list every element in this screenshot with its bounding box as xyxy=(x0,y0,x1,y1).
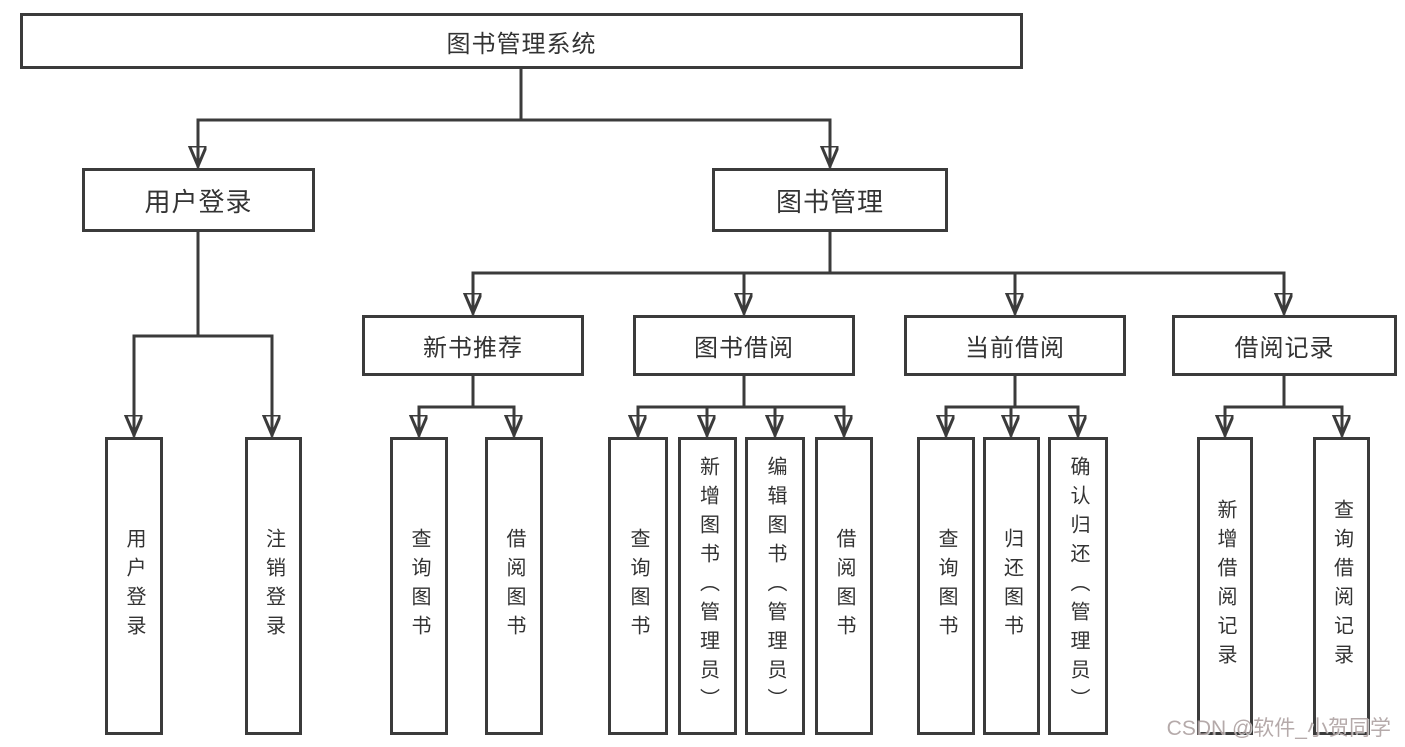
node-user-login: 用户登录 xyxy=(82,168,315,232)
node-book-borrow: 图书借阅 xyxy=(633,315,855,376)
node-new-book-recommend-label: 新书推荐 xyxy=(423,335,523,362)
leaf-borrow-query-books-label: 查询图书 xyxy=(627,528,649,644)
leaf-current-query-books-label: 查询图书 xyxy=(935,528,957,644)
node-root-system: 图书管理系统 xyxy=(20,13,1023,69)
connector-newbooks-to-leaves xyxy=(419,374,514,435)
connector-bookmgmt-to-level3 xyxy=(473,231,1284,313)
leaf-newbooks-query-books: 查询图书 xyxy=(390,437,448,735)
leaf-newbooks-query-books-label: 查询图书 xyxy=(408,528,430,644)
connector-bookborrow-to-leaves xyxy=(638,374,844,435)
leaf-user-login-label: 用户登录 xyxy=(123,528,145,644)
node-borrow-records: 借阅记录 xyxy=(1172,315,1397,376)
node-book-management-label: 图书管理 xyxy=(775,186,884,217)
node-book-management: 图书管理 xyxy=(712,168,948,232)
leaf-current-query-books: 查询图书 xyxy=(917,437,975,735)
connector-currentborrow-to-leaves xyxy=(946,374,1078,435)
leaf-records-query-record: 查询借阅记录 xyxy=(1313,437,1370,735)
connector-records-to-leaves xyxy=(1225,374,1342,435)
node-current-borrow-label: 当前借阅 xyxy=(965,335,1065,362)
leaf-newbooks-borrow-books: 借阅图书 xyxy=(485,437,543,735)
node-borrow-records-label: 借阅记录 xyxy=(1234,335,1335,362)
leaf-current-return-books-label: 归还图书 xyxy=(1000,528,1023,644)
leaf-newbooks-borrow-books-label: 借阅图书 xyxy=(503,528,525,644)
leaf-current-return-books: 归还图书 xyxy=(983,437,1040,735)
leaf-borrow-query-books: 查询图书 xyxy=(608,437,668,735)
csdn-watermark: CSDN @软件_小贺同学 xyxy=(1166,717,1391,740)
leaf-records-add-record: 新增借阅记录 xyxy=(1197,437,1253,735)
node-root-label: 图书管理系统 xyxy=(446,30,597,58)
node-new-book-recommend: 新书推荐 xyxy=(362,315,584,376)
leaf-borrow-add-books-admin-label: 新增图书（管理员） xyxy=(696,455,719,717)
leaf-borrow-borrow-books: 借阅图书 xyxy=(815,437,873,735)
connector-userlogin-to-leaves xyxy=(134,230,272,435)
node-current-borrow: 当前借阅 xyxy=(904,315,1126,376)
leaf-user-login: 用户登录 xyxy=(105,437,163,735)
leaf-borrow-borrow-books-label: 借阅图书 xyxy=(833,528,855,644)
leaf-records-add-record-label: 新增借阅记录 xyxy=(1214,499,1236,673)
connector-root-to-level2 xyxy=(198,67,830,166)
node-user-login-label: 用户登录 xyxy=(144,186,253,217)
leaf-records-query-record-label: 查询借阅记录 xyxy=(1330,499,1353,673)
leaf-logout-login: 注销登录 xyxy=(245,437,302,735)
leaf-current-confirm-return-admin-label: 确认归还（管理员） xyxy=(1067,455,1089,717)
leaf-logout-login-label: 注销登录 xyxy=(262,528,285,644)
leaf-current-confirm-return-admin: 确认归还（管理员） xyxy=(1048,437,1108,735)
leaf-borrow-edit-books-admin: 编辑图书（管理员） xyxy=(745,437,805,735)
leaf-borrow-add-books-admin: 新增图书（管理员） xyxy=(678,437,737,735)
node-book-borrow-label: 图书借阅 xyxy=(694,335,794,362)
leaf-borrow-edit-books-admin-label: 编辑图书（管理员） xyxy=(764,455,786,717)
